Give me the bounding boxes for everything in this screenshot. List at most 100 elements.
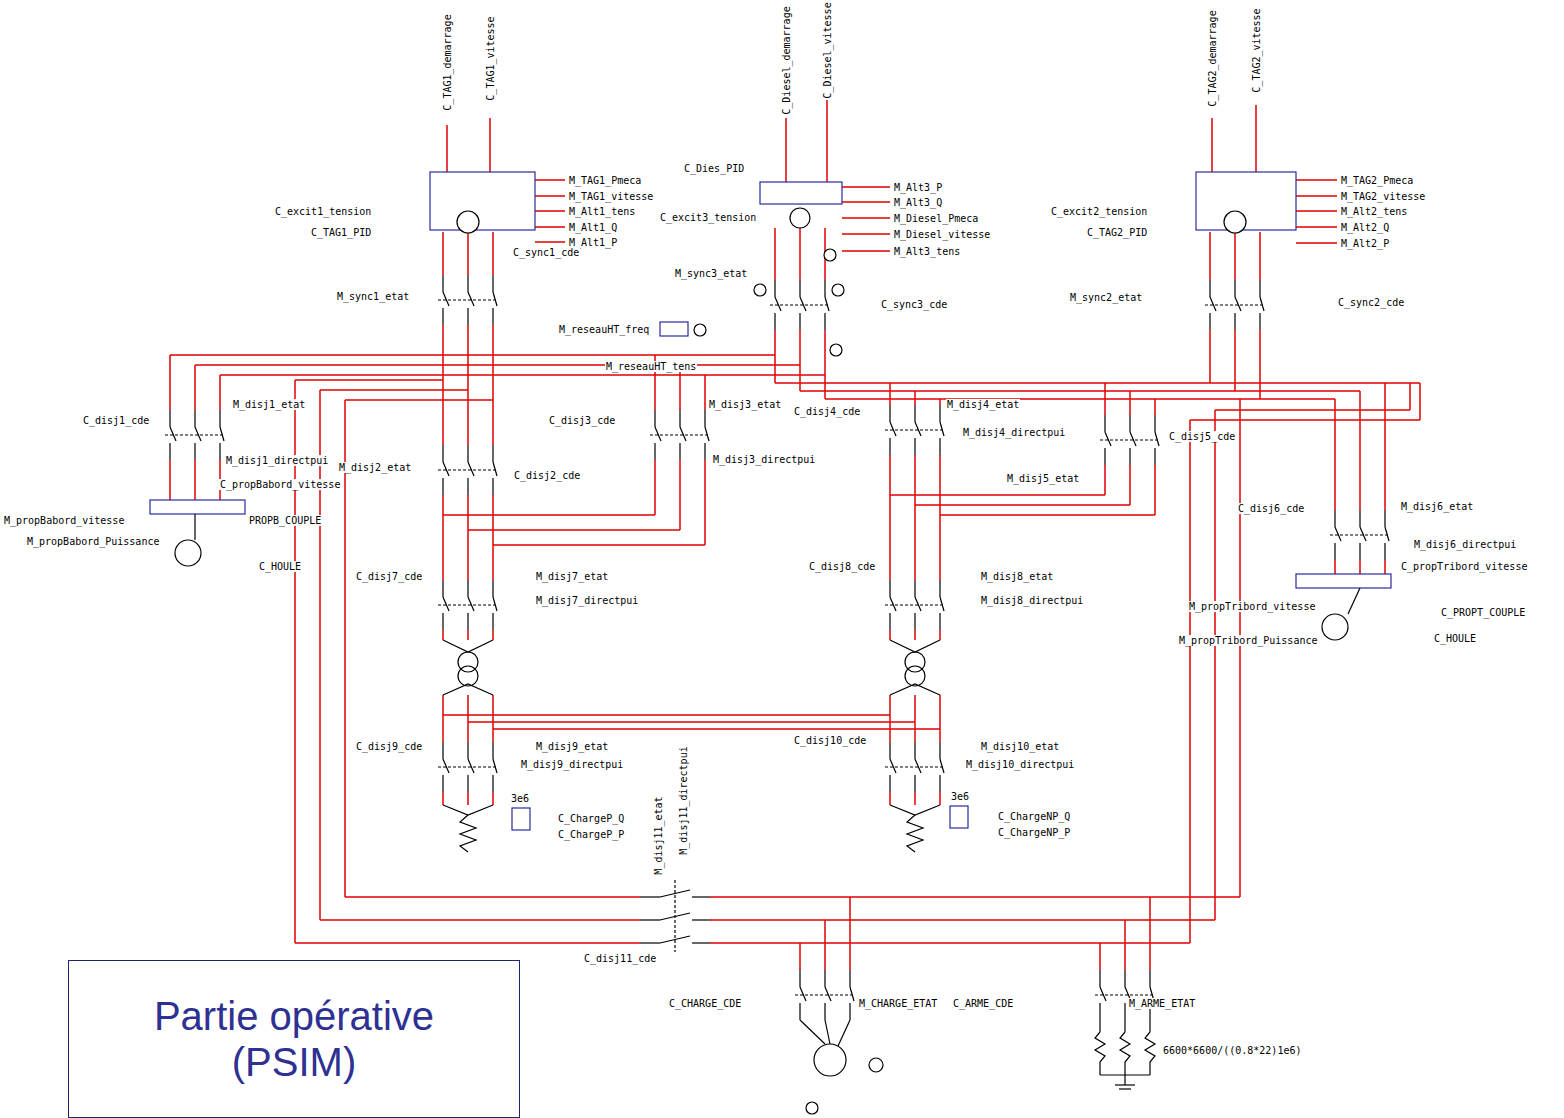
signal-label: C_CHARGE_CDE xyxy=(668,998,742,1009)
signal-label: M_propBabord_Puissance xyxy=(26,536,160,547)
signal-label: M_Alt2_tens xyxy=(1340,206,1408,217)
schematic-stroke xyxy=(885,580,945,630)
signal-label: C_propBabord_vitesse xyxy=(219,479,341,490)
signal-label: C_Diesel_vitesse xyxy=(822,1,833,99)
signal-label: M_Alt1_tens xyxy=(568,206,636,217)
signal-label: PROPB_COUPLE xyxy=(248,515,322,526)
schematic-stroke xyxy=(438,742,498,792)
schematic-stroke xyxy=(438,445,498,495)
signal-label: C_disj4_cde xyxy=(793,406,861,417)
signal-label: M_CHARGE_ETAT xyxy=(858,998,938,1009)
schematic-stroke xyxy=(1215,409,1410,411)
signal-label: C_ChargeNP_P xyxy=(997,827,1071,838)
signal-label: M_disj5_etat xyxy=(1006,473,1080,484)
signal-label: C_PROPT_COUPLE xyxy=(1440,607,1526,618)
signal-label: M_propTribord_Puissance xyxy=(1178,635,1318,646)
red-wires xyxy=(170,100,1420,970)
schematic-stroke xyxy=(940,514,1155,516)
schematic-stroke xyxy=(694,324,706,336)
signal-label: M_disj7_directpui xyxy=(535,595,639,606)
signal-label: M_Alt3_tens xyxy=(893,246,961,257)
signal-label: M_sync2_etat xyxy=(1069,292,1143,303)
schematic-stroke xyxy=(468,721,915,723)
schematic-stroke xyxy=(535,226,565,228)
schematic-stroke xyxy=(692,919,710,920)
schematic-stroke xyxy=(842,186,890,188)
signal-label: C_ChargeNP_Q xyxy=(997,811,1071,822)
schematic-stroke xyxy=(640,896,660,897)
schematic-stroke xyxy=(692,896,710,897)
schematic-stroke xyxy=(1322,614,1348,640)
signal-label: C_disj7_cde xyxy=(355,571,423,582)
schematic-stroke xyxy=(842,250,890,252)
signal-label: C_TAG1_PID xyxy=(310,227,372,238)
schematic-stroke xyxy=(195,364,800,366)
schematic-stroke xyxy=(1120,1032,1130,1075)
signal-label: C_disj8_cde xyxy=(808,561,876,572)
schematic-stroke xyxy=(885,742,945,792)
signal-label: C_TAG1_vitesse xyxy=(485,15,496,101)
schematic-stroke xyxy=(1296,574,1391,588)
schematic-stroke xyxy=(1100,415,1160,465)
signal-label: C_disj6_cde xyxy=(1237,503,1305,514)
schematic-stroke xyxy=(460,815,476,852)
schematic-stroke xyxy=(1189,420,1191,943)
schematic-stroke xyxy=(430,172,535,230)
schematic-stroke xyxy=(345,896,640,898)
schematic-stroke xyxy=(760,182,842,204)
schematic-stroke xyxy=(458,666,478,686)
schematic-stroke xyxy=(692,942,710,943)
signal-label: C_TAG2_demarrage xyxy=(1207,9,1218,107)
signal-label: M_disj6_etat xyxy=(1400,501,1474,512)
schematic-stroke xyxy=(826,100,828,182)
schematic-stroke xyxy=(832,284,844,296)
schematic-stroke xyxy=(345,399,493,401)
schematic-stroke xyxy=(824,920,826,970)
schematic-stroke xyxy=(1296,210,1337,212)
signal-label: C_ChargeP_Q xyxy=(557,813,625,824)
signal-label: C_disj9_cde xyxy=(355,741,423,752)
schematic-stroke xyxy=(824,249,836,261)
schematic-stroke xyxy=(1124,1020,1125,1032)
schematic-stroke xyxy=(1149,1020,1150,1032)
signal-label: M_Diesel_Pmeca xyxy=(893,213,979,224)
schematic-stroke xyxy=(1115,1084,1135,1085)
schematic-stroke xyxy=(710,896,1240,898)
schematic-stroke xyxy=(1145,1032,1155,1075)
schematic-stroke xyxy=(800,1020,825,1044)
schematic-stroke xyxy=(468,529,680,531)
schematic-stroke xyxy=(443,714,890,716)
schematic-stroke xyxy=(890,805,940,815)
schematic-stroke xyxy=(710,919,1215,921)
schematic-stroke xyxy=(320,919,640,921)
signal-label: C_TAG2_vitesse xyxy=(1251,7,1262,93)
schematic-stroke xyxy=(446,125,448,172)
signal-label: C_sync3_cde xyxy=(880,299,948,310)
schematic-stroke xyxy=(849,897,851,970)
schematic-stroke xyxy=(754,284,766,296)
signal-label: C_sync2_cde xyxy=(1337,297,1405,308)
signal-label: M_disj1_directpui xyxy=(225,455,329,466)
schematic-stroke xyxy=(1296,179,1337,181)
schematic-stroke xyxy=(1099,943,1101,970)
schematic-stroke xyxy=(838,1020,850,1046)
schematic-stroke xyxy=(1385,382,1420,384)
signal-label: C_excit3_tension xyxy=(659,212,757,223)
signal-label: M_disj8_etat xyxy=(980,571,1054,582)
schematic-stroke xyxy=(150,500,245,514)
signal-label: M_disj9_directpui xyxy=(520,759,624,770)
schematic-stroke xyxy=(1205,280,1265,330)
schematic-stroke xyxy=(785,118,787,182)
signal-label: C_ARME_CDE xyxy=(952,998,1014,1009)
schematic-stroke xyxy=(1409,383,1411,410)
schematic-stroke xyxy=(1296,226,1337,228)
signal-label: C_HOULE xyxy=(1433,633,1477,644)
schematic-stroke xyxy=(885,405,945,455)
schematic-stroke xyxy=(438,275,498,325)
signal-label: M_Alt2_P xyxy=(1340,238,1390,249)
schematic-stroke xyxy=(890,640,940,652)
signal-label: C_sync1_cde xyxy=(512,247,580,258)
schematic-stroke xyxy=(640,942,660,943)
